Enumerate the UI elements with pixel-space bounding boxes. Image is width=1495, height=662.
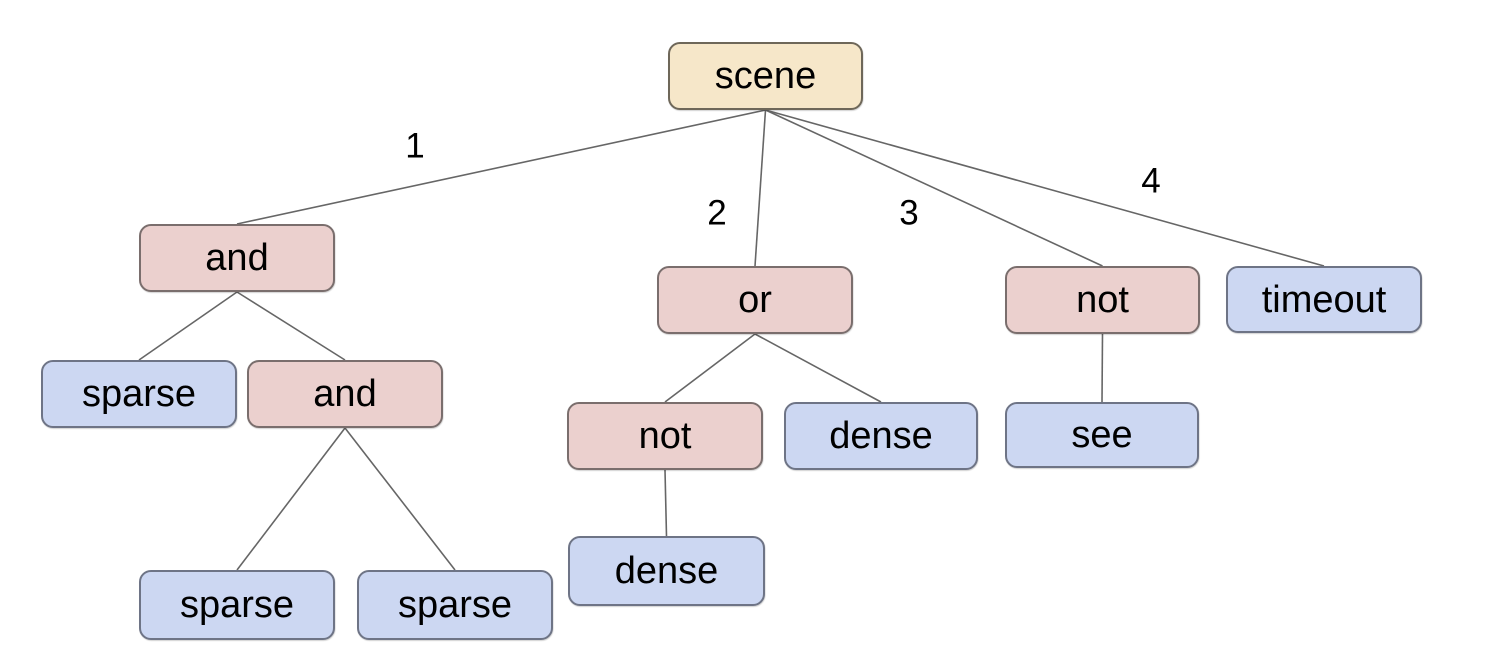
node-timeout1[interactable]: timeout (1226, 266, 1422, 333)
node-and1[interactable]: and (139, 224, 335, 292)
node-label: sparse (397, 584, 513, 626)
edge-label-2: 2 (707, 193, 727, 233)
node-label: and (313, 373, 377, 415)
node-sparse2[interactable]: sparse (139, 570, 335, 640)
node-dense1[interactable]: dense (784, 402, 978, 470)
node-not2[interactable]: not (567, 402, 763, 470)
node-label: or (738, 279, 772, 321)
edge-label-3: 3 (899, 193, 919, 233)
edge-label-1: 1 (405, 126, 425, 166)
node-label: scene (714, 55, 817, 97)
node-dense2[interactable]: dense (568, 536, 765, 606)
node-see1[interactable]: see (1005, 402, 1199, 468)
node-label: see (1071, 414, 1133, 456)
node-label: not (638, 415, 692, 457)
node-and2[interactable]: and (247, 360, 443, 428)
node-or1[interactable]: or (657, 266, 853, 334)
node-not1[interactable]: not (1005, 266, 1200, 334)
node-label: sparse (179, 584, 295, 626)
node-scene[interactable]: scene (668, 42, 863, 110)
node-label: sparse (81, 373, 197, 415)
node-label: dense (829, 415, 933, 457)
node-sparse3[interactable]: sparse (357, 570, 553, 640)
node-label: timeout (1261, 278, 1387, 321)
node-label: not (1076, 279, 1129, 321)
node-sparse1[interactable]: sparse (41, 360, 237, 428)
node-label: dense (614, 550, 719, 592)
node-label: and (205, 237, 269, 279)
edge-label-4: 4 (1141, 161, 1161, 201)
